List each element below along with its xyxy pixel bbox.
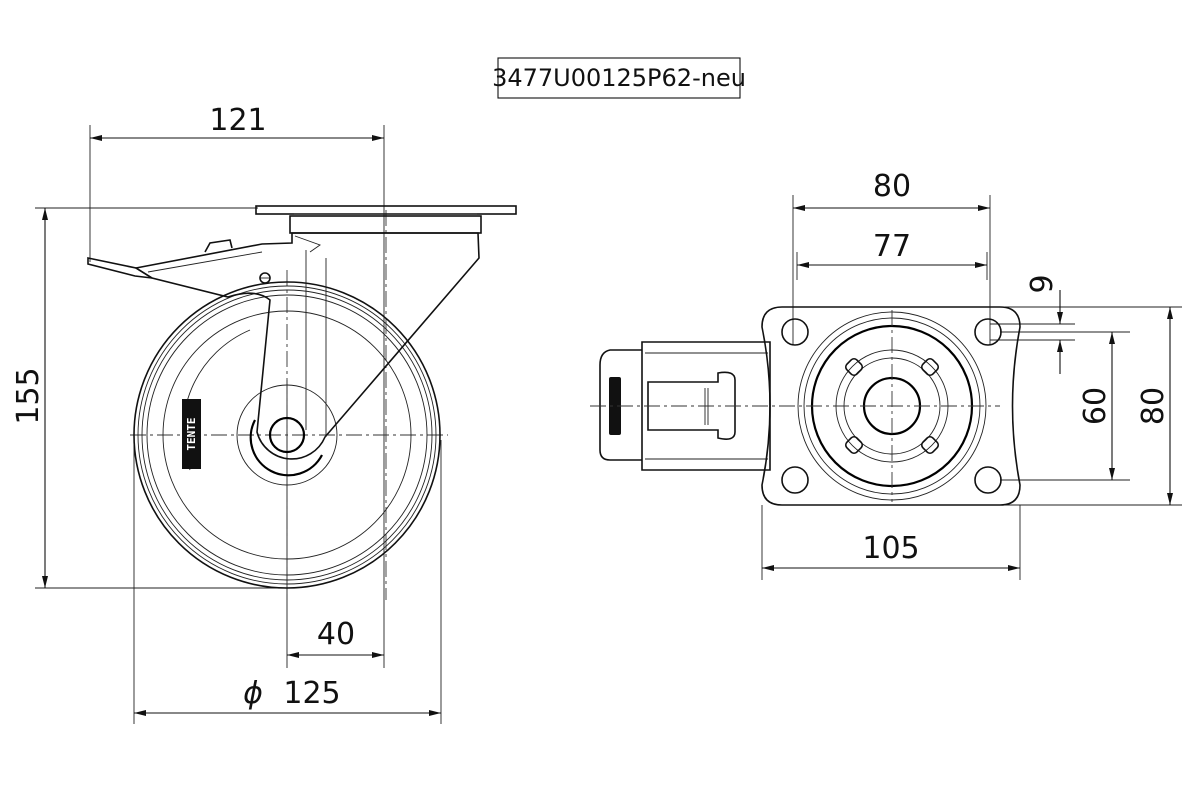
dimension-9: 9	[1025, 274, 1063, 374]
top-view: 80 77 9 60 80 105	[590, 169, 1182, 580]
dimension-60: 60	[1078, 332, 1115, 480]
swivel-slots	[844, 357, 940, 455]
axle	[268, 416, 306, 454]
svg-text:TENTE: TENTE	[185, 417, 198, 450]
svg-text:80: 80	[1136, 387, 1171, 425]
drawing-number: 3477U00125P62-neu	[492, 64, 746, 92]
drawing-title-block: 3477U00125P62-neu	[492, 57, 746, 99]
svg-text:80: 80	[873, 169, 911, 204]
dimension-77: 77	[797, 229, 987, 268]
bolt-holes	[781, 318, 1002, 494]
dimension-155: 155	[11, 208, 48, 588]
svg-text:40: 40	[317, 617, 355, 652]
dimension-diameter-125: ϕ 125	[134, 676, 441, 716]
brand-plate: TENTE	[182, 399, 201, 469]
svg-text:155: 155	[11, 367, 46, 424]
fork	[133, 232, 480, 460]
dimension-105: 105	[762, 531, 1020, 571]
svg-text:60: 60	[1078, 387, 1113, 425]
brake-housing	[599, 341, 771, 471]
dimension-80-width: 80	[793, 169, 990, 211]
dimension-121: 121	[90, 103, 384, 141]
wheel: TENTE	[133, 281, 441, 589]
svg-text:125: 125	[283, 676, 340, 711]
svg-text:9: 9	[1025, 274, 1060, 293]
svg-text:ϕ: ϕ	[243, 676, 263, 711]
svg-text:105: 105	[862, 531, 919, 566]
dimension-40: 40	[287, 617, 384, 658]
dimension-80-height: 80	[1136, 307, 1173, 505]
svg-text:121: 121	[209, 103, 266, 138]
brake-lever	[87, 239, 233, 279]
side-view: TENTE 121	[11, 103, 517, 724]
svg-text:77: 77	[873, 229, 911, 264]
top-plate	[255, 205, 517, 234]
